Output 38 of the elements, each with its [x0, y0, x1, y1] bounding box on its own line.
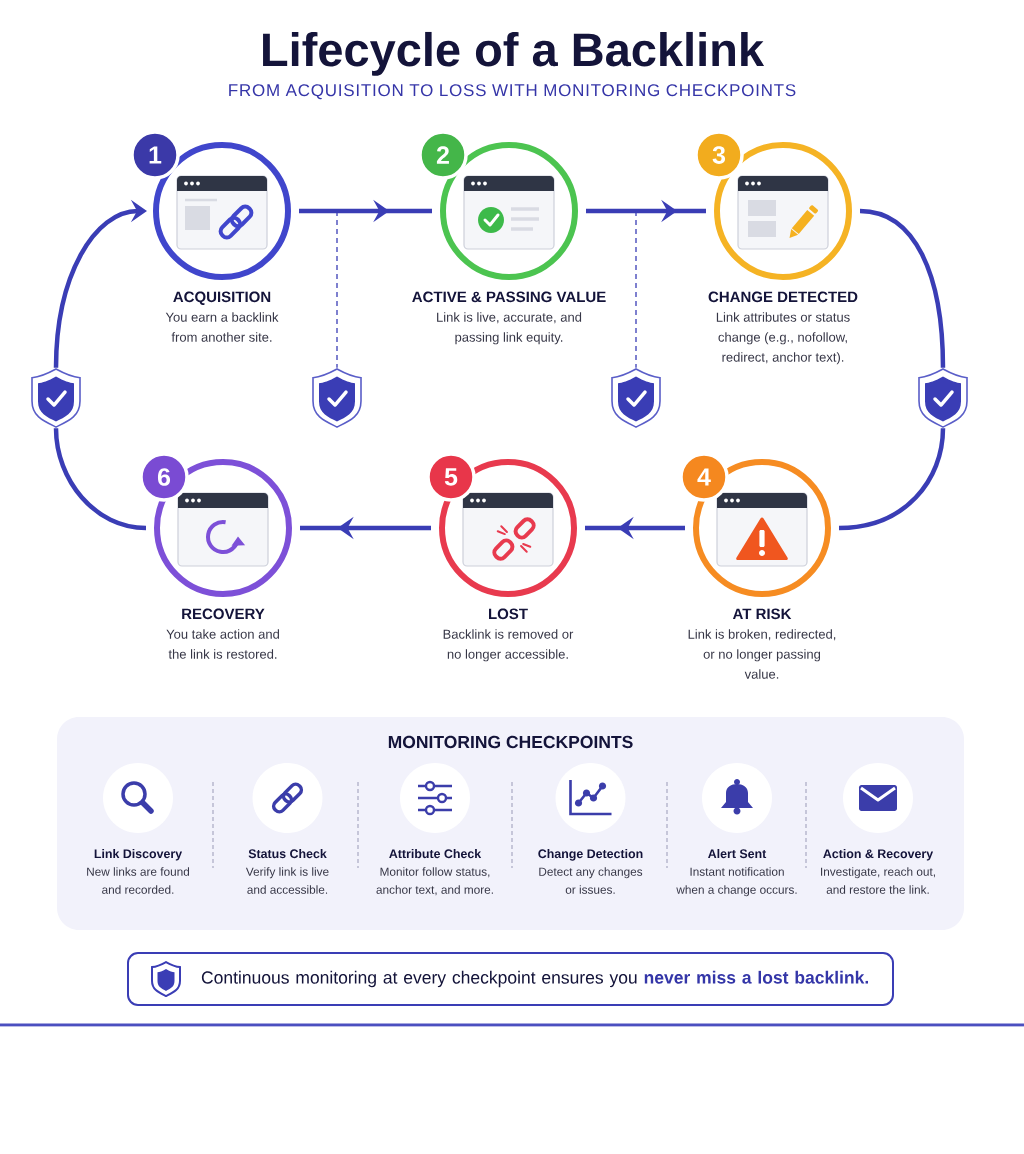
- dashed-line: [635, 210, 637, 369]
- stage-title: CHANGE DETECTED: [708, 291, 858, 303]
- checkpoint-title: Link Discovery: [94, 849, 183, 861]
- stage-description: You take action and the link is restored.: [166, 629, 279, 659]
- callout-box: Continuous monitoring at every checkpoint ensures you never miss a lost backlink.: [127, 952, 894, 1006]
- panel-heading: MONITORING CHECKPOINTS: [388, 735, 633, 749]
- connector-line: [838, 428, 946, 531]
- stage-description: Link is broken, redirected, or no longer passing value.: [688, 629, 836, 679]
- shield-check-icon: [31, 368, 81, 428]
- checkpoint-description: New links are found and recorded.: [87, 867, 190, 894]
- stage-title: AT RISK: [732, 608, 792, 620]
- subtitle: FROM ACQUISITION TO LOSS WITH MONITORING CHECKPOINTS: [229, 84, 796, 100]
- stage-description: You earn a backlink from another site.: [165, 312, 279, 342]
- connector-line: [859, 208, 946, 368]
- stage-title: RECOVERY: [182, 608, 265, 620]
- checkpoint-title: Change Detection: [538, 849, 643, 861]
- checkpoint-description: Monitor follow status, anchor text, and more.: [376, 867, 493, 896]
- checkpoint-description: Detect any changes or issues.: [539, 867, 643, 894]
- checkpoint-title: Alert Sent: [708, 849, 767, 859]
- shield-check-icon: [611, 368, 661, 428]
- connector-line: [53, 428, 147, 531]
- dashed-line: [336, 210, 338, 369]
- checkpoint-title: Action & Recovery: [823, 849, 934, 861]
- shield-check-icon: [918, 368, 968, 428]
- title: Lifecycle of a Backlink: [263, 31, 765, 76]
- arrow: [53, 199, 147, 368]
- stage-description: Backlink is removed or no longer accessible.: [443, 629, 574, 662]
- checkpoint-description: Investigate, reach out, and restore the link.: [821, 867, 935, 894]
- checkpoint-title: Status Check: [248, 849, 327, 859]
- stage-title: LOST: [489, 608, 528, 620]
- stage-description: Link attributes or status change (e.g., nofollow, redirect, anchor text).: [716, 312, 850, 365]
- checkpoint-title: Attribute Check: [389, 849, 482, 859]
- checkpoint-description: Instant notification when a change occurs.: [676, 867, 797, 897]
- shield-check-icon: [312, 368, 362, 428]
- checkpoint-description: Verify link is live and accessible.: [245, 867, 329, 894]
- stage-title: ACQUISITION: [173, 291, 271, 305]
- stage-description: Link is live, accurate, and passing link equity.: [437, 312, 582, 345]
- stage-title: ACTIVE & PASSING VALUE: [412, 291, 606, 303]
